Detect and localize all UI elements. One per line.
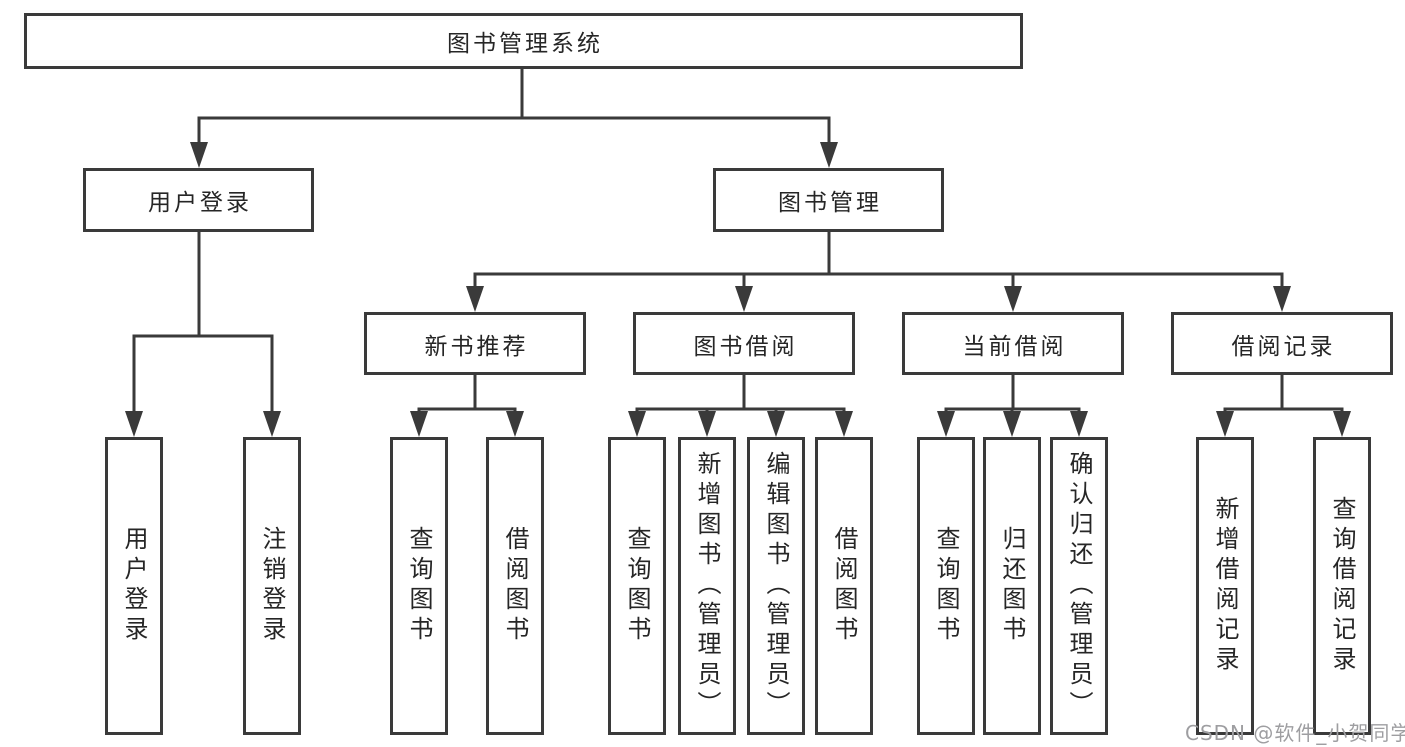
leaf-query-books-recommend: 查询图书 xyxy=(390,437,448,735)
leaf-label: 确认归还（管理员） xyxy=(1065,451,1093,721)
rail-book-management xyxy=(473,232,1284,288)
node-label: 用户登录 xyxy=(148,190,252,216)
node-current-borrowing: 当前借阅 xyxy=(902,312,1124,375)
leaf-label: 查询图书 xyxy=(405,526,433,646)
leaf-add-borrow-record: 新增借阅记录 xyxy=(1196,437,1254,735)
leaf-confirm-return-admin: 确认归还（管理员） xyxy=(1050,437,1108,735)
leaf-label: 注销登录 xyxy=(258,526,286,646)
node-library-management-system: 图书管理系统 xyxy=(24,13,1023,69)
leaf-label: 用户登录 xyxy=(120,526,148,646)
node-label: 当前借阅 xyxy=(962,333,1067,360)
rail-current-borrowing xyxy=(944,375,1081,414)
leaf-borrow-books-borrowing: 借阅图书 xyxy=(815,437,873,735)
node-new-book-recommendation: 新书推荐 xyxy=(364,312,586,375)
leaf-query-borrow-record: 查询借阅记录 xyxy=(1313,437,1371,735)
leaf-user-login: 用户登录 xyxy=(105,437,163,735)
node-label: 图书管理系统 xyxy=(447,31,603,57)
node-label: 图书借阅 xyxy=(693,333,798,360)
leaf-label: 查询图书 xyxy=(623,526,651,646)
leaf-logout: 注销登录 xyxy=(243,437,301,735)
leaf-borrow-books-recommend: 借阅图书 xyxy=(486,437,544,735)
arrowheads xyxy=(125,142,1351,437)
rail-root xyxy=(197,69,831,144)
leaf-label: 借阅图书 xyxy=(501,526,529,646)
node-book-borrowing: 图书借阅 xyxy=(633,312,855,375)
leaf-edit-books-admin: 编辑图书（管理员） xyxy=(747,437,805,735)
rail-borrowing-records xyxy=(1223,375,1344,414)
node-user-login: 用户登录 xyxy=(83,168,314,232)
node-book-management: 图书管理 xyxy=(713,168,944,232)
leaf-label: 新增图书（管理员） xyxy=(693,451,721,721)
node-label: 图书管理 xyxy=(778,190,882,216)
leaf-label: 查询借阅记录 xyxy=(1328,496,1356,676)
leaf-return-books: 归还图书 xyxy=(983,437,1041,735)
leaf-query-books-current: 查询图书 xyxy=(917,437,975,735)
leaf-query-books-borrowing: 查询图书 xyxy=(608,437,666,735)
leaf-label: 归还图书 xyxy=(998,526,1026,646)
rail-user-login xyxy=(132,232,274,414)
node-label: 借阅记录 xyxy=(1231,333,1336,360)
leaf-label: 查询图书 xyxy=(932,526,960,646)
node-borrowing-records: 借阅记录 xyxy=(1171,312,1393,375)
rail-book-borrowing xyxy=(635,375,846,414)
node-label: 新书推荐 xyxy=(424,333,529,360)
leaf-label: 编辑图书（管理员） xyxy=(762,451,790,721)
leaf-label: 借阅图书 xyxy=(830,526,858,646)
leaf-label: 新增借阅记录 xyxy=(1211,496,1239,676)
rail-new-book-recommendation xyxy=(417,375,517,414)
leaf-add-books-admin: 新增图书（管理员） xyxy=(678,437,736,735)
csdn-watermark: CSDN @软件_小贺同学 xyxy=(1185,721,1405,745)
